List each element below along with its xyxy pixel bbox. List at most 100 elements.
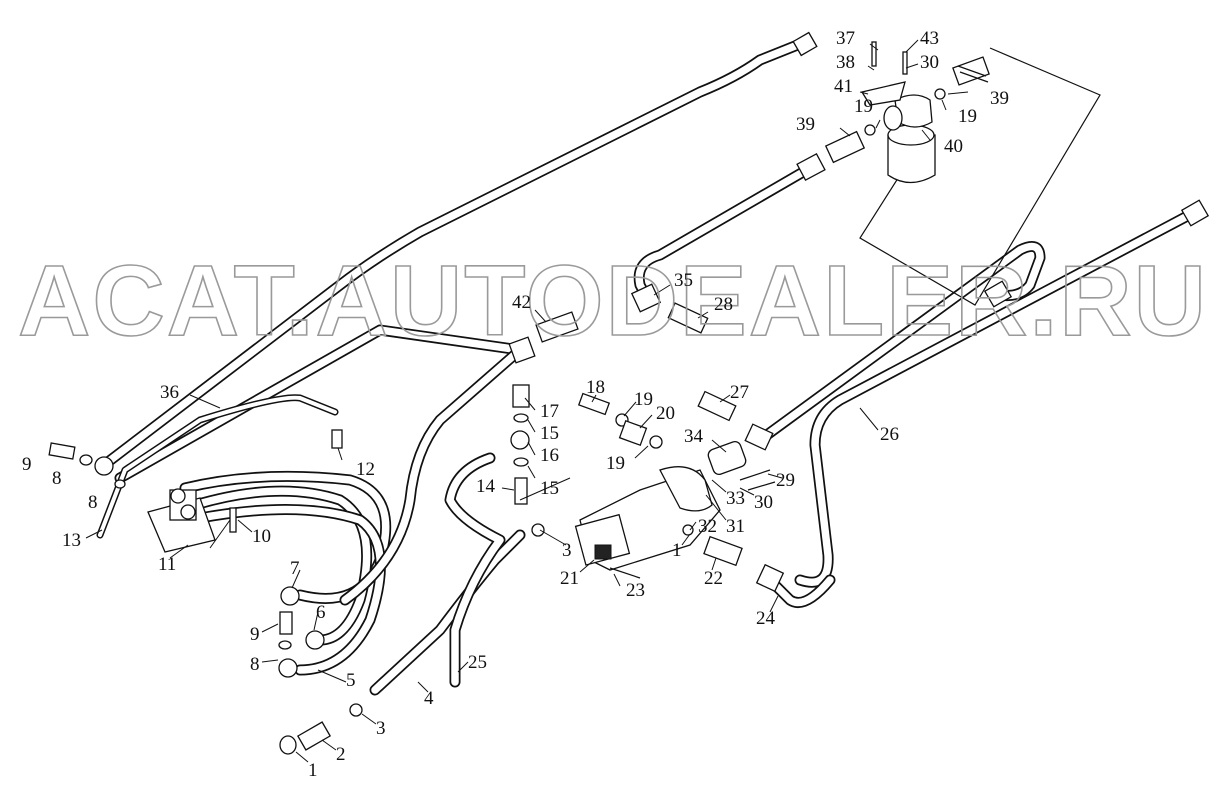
banjo-stack (510, 384, 530, 505)
callout-12: 12 (356, 459, 375, 480)
callout-40: 40 (944, 136, 963, 157)
bolt-9-left (48, 442, 76, 460)
callout-15: 15 (540, 423, 559, 444)
callout-28: 28 (714, 294, 733, 315)
bracket-41 (860, 81, 906, 106)
callout-32: 32 (698, 516, 717, 537)
hose-5 (194, 503, 386, 676)
callout-15: 15 (540, 478, 559, 499)
flange-1 (279, 735, 297, 755)
clamp-3-upper (531, 523, 545, 537)
callout-41: 41 (834, 76, 853, 97)
callout-37: 37 (836, 28, 855, 49)
callout-labels: 37 43 38 30 41 39 19 19 39 40 35 28 42 3… (22, 28, 1009, 781)
hose-to-pump-inlet (339, 344, 526, 606)
callout-6: 6 (316, 602, 326, 623)
banjo-6 (305, 630, 325, 650)
hose-end-nut (792, 31, 818, 57)
callout-9: 9 (250, 624, 260, 645)
fittings-18-20 (577, 392, 663, 449)
callout-1: 1 (672, 540, 682, 561)
callout-36: 36 (160, 382, 179, 403)
fitting-39-lower (796, 124, 876, 181)
callout-5: 5 (346, 670, 356, 691)
callout-27: 27 (730, 382, 749, 403)
fitting-2 (296, 721, 332, 751)
callout-33: 33 (726, 488, 745, 509)
filter-reference-lines (859, 47, 1101, 306)
nut-u-pipe (983, 280, 1013, 308)
bracket-11 (147, 488, 216, 553)
callout-3: 3 (376, 718, 386, 739)
callout-7: 7 (290, 558, 300, 579)
callout-24: 24 (756, 608, 776, 629)
callout-16: 16 (540, 445, 559, 466)
hose-24 (764, 574, 836, 608)
callout-39: 39 (990, 88, 1009, 109)
callout-23: 23 (626, 580, 645, 601)
filter-40 (883, 94, 936, 184)
screw-37 (871, 41, 877, 67)
callout-13: 13 (62, 530, 81, 551)
hose-u-pipe (754, 240, 1046, 446)
banjo-5 (278, 658, 298, 678)
callout-4: 4 (424, 688, 434, 709)
hose-filter-to-35 (633, 162, 816, 306)
banjo-left (94, 456, 114, 476)
callout-34: 34 (684, 426, 704, 447)
callout-1: 1 (308, 760, 318, 781)
callout-9: 9 (22, 454, 32, 475)
callout-38: 38 (836, 52, 855, 73)
callout-26: 26 (880, 424, 899, 445)
fitting-22 (703, 535, 743, 567)
callout-20: 20 (656, 403, 675, 424)
clamp-3 (349, 703, 363, 717)
bolt-9-lower (279, 611, 293, 635)
callout-29: 29 (776, 470, 795, 491)
callout-2: 2 (336, 744, 346, 765)
callout-42: 42 (512, 292, 531, 313)
coupling-34 (707, 441, 747, 475)
callout-31: 31 (726, 516, 745, 537)
callout-19: 19 (634, 389, 653, 410)
banjo-7 (280, 586, 300, 606)
callout-17: 17 (540, 401, 559, 422)
washer-8-left (79, 454, 93, 466)
callout-30: 30 (754, 492, 773, 513)
fitting-39-top (952, 56, 990, 86)
callout-19: 19 (606, 453, 625, 474)
hose-4 (369, 529, 526, 696)
callout-30: 30 (920, 52, 939, 73)
fitting-42 (508, 311, 579, 364)
fitting-28 (667, 302, 709, 334)
callout-3: 3 (562, 540, 572, 561)
callout-21: 21 (560, 568, 579, 589)
screw-43 (902, 51, 908, 75)
callout-35: 35 (674, 270, 693, 291)
hose-25 (444, 452, 506, 688)
fitting-27 (697, 390, 737, 422)
washer-8-lower (278, 640, 292, 650)
callout-43: 43 (920, 28, 939, 49)
pin-23 (609, 567, 641, 579)
hoses (96, 38, 1201, 696)
nut-27 (744, 423, 774, 451)
callout-22: 22 (704, 568, 723, 589)
callout-25: 25 (468, 652, 487, 673)
hose-26 (794, 206, 1201, 588)
callout-39: 39 (796, 114, 815, 135)
bolt-10 (229, 507, 237, 533)
nut-24 (755, 563, 785, 593)
callout-11: 11 (158, 554, 176, 575)
washer-19-top (934, 88, 946, 100)
hose-36 (102, 38, 806, 468)
pump-assembly (574, 466, 721, 571)
washer-8-mid (114, 479, 126, 489)
callout-10: 10 (252, 526, 271, 547)
pins-29-30 (739, 469, 776, 491)
watermark: ACAT.AUTODEALER.RU (18, 245, 1208, 357)
callout-19: 19 (854, 96, 873, 117)
callout-8: 8 (250, 654, 260, 675)
parts (48, 31, 1210, 755)
